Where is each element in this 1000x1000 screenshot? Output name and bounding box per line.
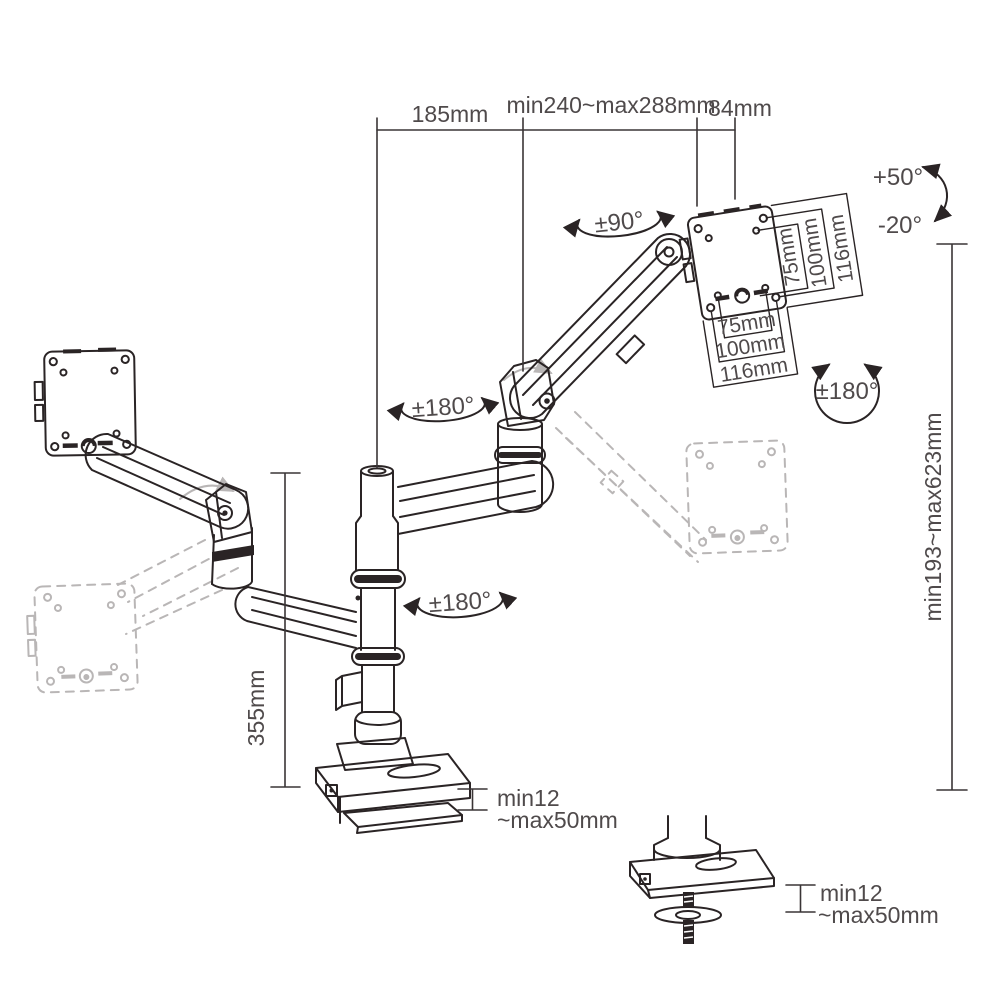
clamp-detail-range-indicator: min12 ~max50mm [785,880,939,928]
ghost-right-vesa-plate [685,439,789,555]
right-vesa-plate: 75mm 100mm 116mm 75mm 100mm 116mm [678,192,864,388]
tilt-up-label: +50° [873,164,923,191]
pole-height-dimension-line: 355mm [243,472,301,788]
tilt-range-indicator: +50° -20° [873,163,953,239]
right-gas-spring-arm [509,233,691,419]
vesa-side-116-label: 116mm [825,213,858,284]
ghost-rotate-arrow-left-joint [179,476,235,500]
tilt-arc-arrow [921,163,953,223]
clamp-min-label: min12 [497,785,560,811]
upper-swing-link [397,460,555,535]
height-dimension-line: min193~max623mm [920,243,968,791]
screen-rotate-180-label: ±180° [816,378,879,405]
rotate-180-mid-label: ±180° [411,392,476,423]
ghost-right-arm-position [555,411,707,563]
tilt-down-label: -20° [878,212,922,239]
desk-clamp-base [315,753,471,834]
swivel-90-indicator: ±90° [562,206,676,239]
ghost-left-vesa-plate [26,582,139,694]
clamp-detail-max-label: ~max50mm [818,902,939,928]
left-vesa-plate [33,347,137,457]
left-gas-spring-arm [84,432,250,530]
screen-rotate-180-indicator: ±180° [811,363,883,424]
width-185-label: 185mm [412,101,489,127]
clamp-detail-illustration [629,815,775,944]
clamp-detail-min-label: min12 [820,880,883,906]
clamp-range-indicator: min12 ~max50mm [457,785,618,833]
ghost-left-arm-position [111,539,239,635]
left-elbow-joint [205,483,254,590]
width-240-288-label: min240~max288mm [506,92,715,118]
rotate-180-bottom-indicator: ±180° [402,587,518,619]
rotate-180-bottom-label: ±180° [428,587,493,618]
width-84-label: 84mm [708,95,772,121]
top-dimension-lines: 185mm min240~max288mm 84mm [376,92,772,468]
right-elbow-joint [494,417,546,513]
swivel-90-label: ±90° [593,206,645,238]
pole-height-label: 355mm [243,670,269,747]
rotate-180-mid-indicator: ±180° [386,392,500,423]
lower-swing-link [234,586,357,649]
clamp-max-label: ~max50mm [497,807,618,833]
height-range-label: min193~max623mm [920,412,946,621]
vesa-bottom-dimension-brackets: 75mm 100mm 116mm [702,291,799,388]
center-pole [335,465,414,771]
vesa-side-dimension-brackets: 75mm 100mm 116mm [757,192,864,308]
